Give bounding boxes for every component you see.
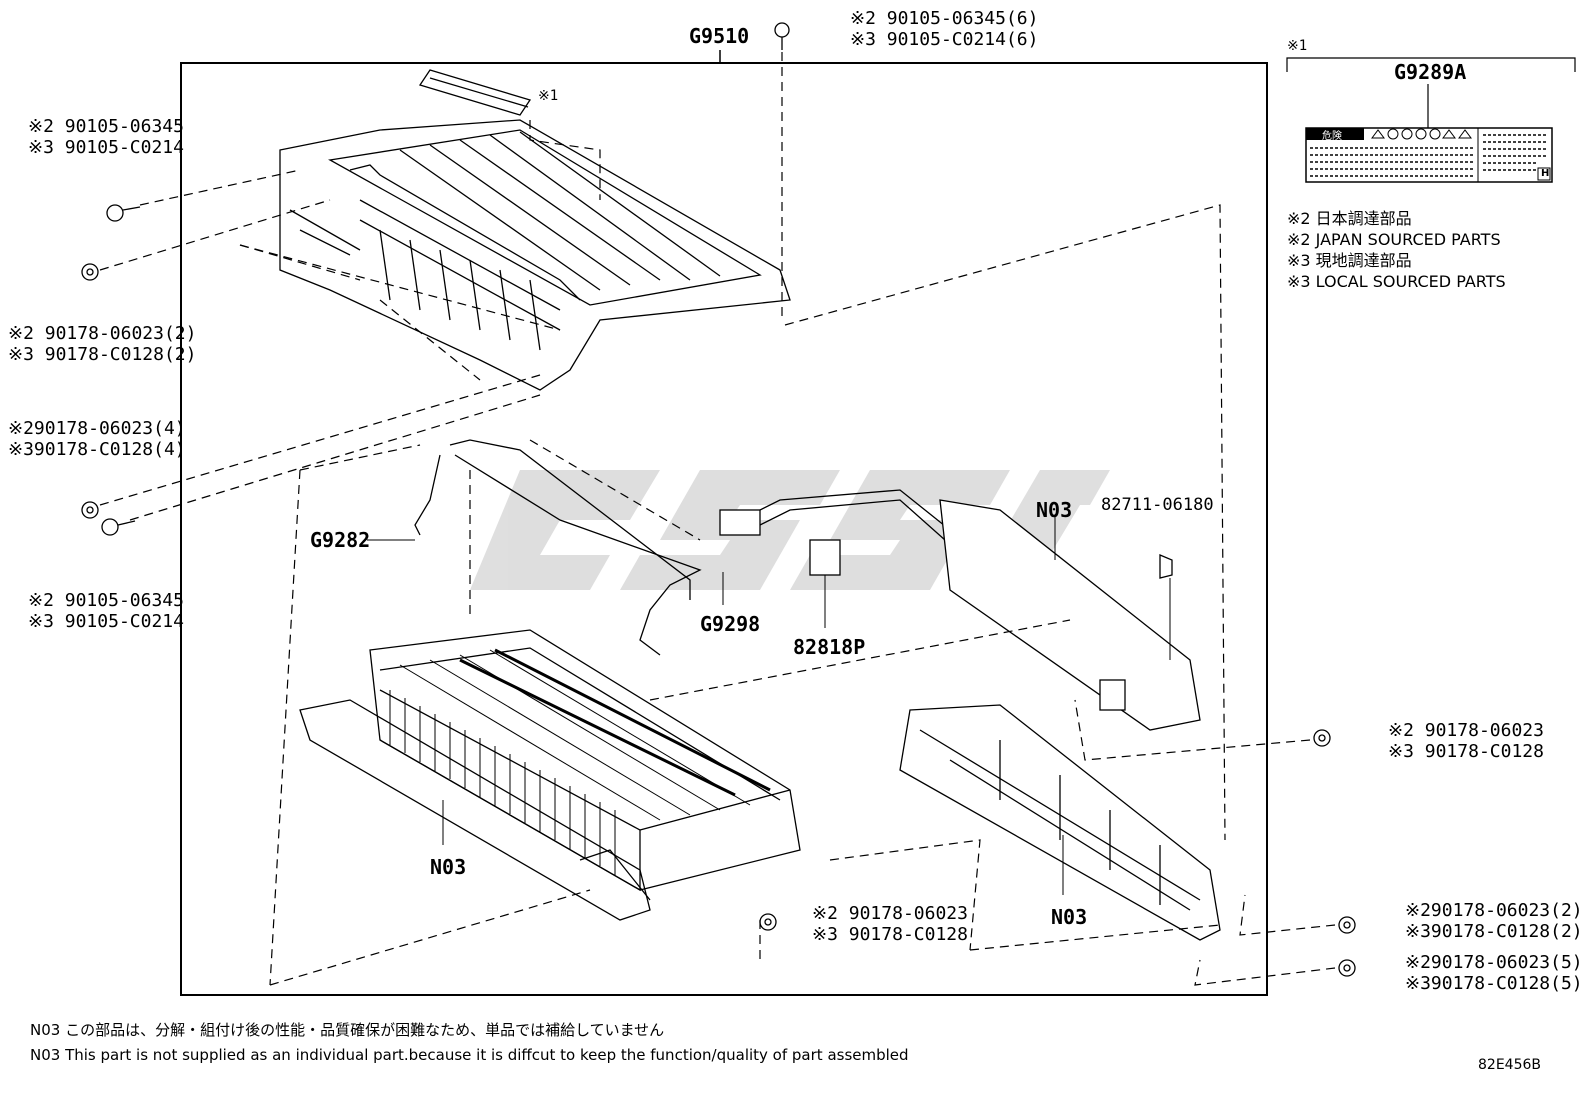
bolt-top-icon [774, 22, 790, 50]
right-nut-5-label-jp[interactable]: ※290178-06023(5) [1405, 952, 1583, 973]
bolt-left-upper-icon [106, 204, 141, 222]
nut-left-1-icon [81, 263, 99, 281]
nut-right-2-icon [1338, 916, 1356, 934]
label-panel-marker: ※1 [1287, 38, 1308, 54]
caution-label-letter: H [1541, 168, 1550, 179]
side-bracket-rail [899, 704, 1221, 941]
battery-module-stack [299, 629, 801, 921]
right-nut-2-label-jp[interactable]: ※290178-06023(2) [1405, 900, 1583, 921]
right-nut-label-local[interactable]: ※3 90178-C0128 [1388, 741, 1544, 762]
n03-battery-part[interactable]: N03 [430, 855, 467, 879]
top-bolt-label-jp[interactable]: ※2 90105-06345(6) [850, 8, 1039, 29]
nut-2-label-jp[interactable]: ※2 90178-06023(2) [8, 323, 197, 344]
bolt-upper-label-jp[interactable]: ※2 90105-06345 [28, 116, 184, 137]
bolt-lower-label-local[interactable]: ※3 90105-C0214 [28, 611, 184, 632]
sourcing-legend: ※2 日本調達部品 ※2 JAPAN SOURCED PARTS ※3 現地調達… [1287, 208, 1506, 292]
bolt-upper-label-local[interactable]: ※3 90105-C0214 [28, 137, 184, 158]
sensor-part[interactable]: 82711-06180 [1101, 495, 1214, 515]
n03-bracket-part[interactable]: N03 [1051, 905, 1088, 929]
sensor-icon [1159, 554, 1173, 579]
bottom-nut-label-local[interactable]: ※3 90178-C0128 [812, 924, 968, 945]
drawing-id: 82E456B [1478, 1057, 1541, 1073]
nut-bottom-icon [759, 913, 777, 931]
bottom-nut-label-jp[interactable]: ※2 90178-06023 [812, 903, 968, 924]
legend-line: ※2 JAPAN SOURCED PARTS [1287, 230, 1501, 249]
fastener-icons [81, 22, 1356, 977]
top-bolt-label-local[interactable]: ※3 90105-C0214(6) [850, 29, 1039, 50]
main-part-number[interactable]: G9510 [689, 24, 750, 48]
right-nut-5-label-local[interactable]: ※390178-C0128(5) [1405, 973, 1583, 994]
footnote-jp: N03 この部品は、分解・組付け後の性能・品質確保が困難なため、単品では補給して… [30, 1021, 665, 1039]
n03-upper-part[interactable]: N03 [1036, 498, 1073, 522]
legend-line: ※2 日本調達部品 [1287, 209, 1412, 228]
right-nut-2-label-local[interactable]: ※390178-C0128(2) [1405, 921, 1583, 942]
caution-label-part[interactable]: G9289A [1394, 60, 1467, 84]
nut-4-label-local[interactable]: ※390178-C0128(4) [8, 439, 186, 460]
clamp-part[interactable]: 82818P [793, 635, 866, 659]
nut-2-label-local[interactable]: ※3 90178-C0128(2) [8, 344, 197, 365]
legend-line: ※3 現地調達部品 [1287, 251, 1412, 270]
sensor-wire-assembly [414, 439, 1201, 731]
wire-harness-part[interactable]: G9282 [310, 528, 371, 552]
bolt-lower-label-jp[interactable]: ※2 90105-06345 [28, 590, 184, 611]
nut-right-3-icon [1338, 959, 1356, 977]
bolt-left-lower-icon [101, 518, 136, 536]
footnote-en: N03 This part is not supplied as an indi… [30, 1046, 909, 1064]
connector-part[interactable]: G9298 [700, 612, 761, 636]
caution-label-warning-text: 危険 [1322, 131, 1342, 142]
caution-label-panel [1286, 57, 1576, 183]
upper-cover-panel [279, 69, 791, 391]
marker-1-label: ※1 [538, 88, 559, 104]
nut-4-label-jp[interactable]: ※290178-06023(4) [8, 418, 186, 439]
right-nut-label-jp[interactable]: ※2 90178-06023 [1388, 720, 1544, 741]
legend-line: ※3 LOCAL SOURCED PARTS [1287, 272, 1506, 291]
assembly-frame [180, 62, 1268, 996]
nut-right-1-icon [1313, 729, 1331, 747]
nut-left-2-icon [81, 501, 99, 519]
leader-lines [99, 52, 1336, 986]
